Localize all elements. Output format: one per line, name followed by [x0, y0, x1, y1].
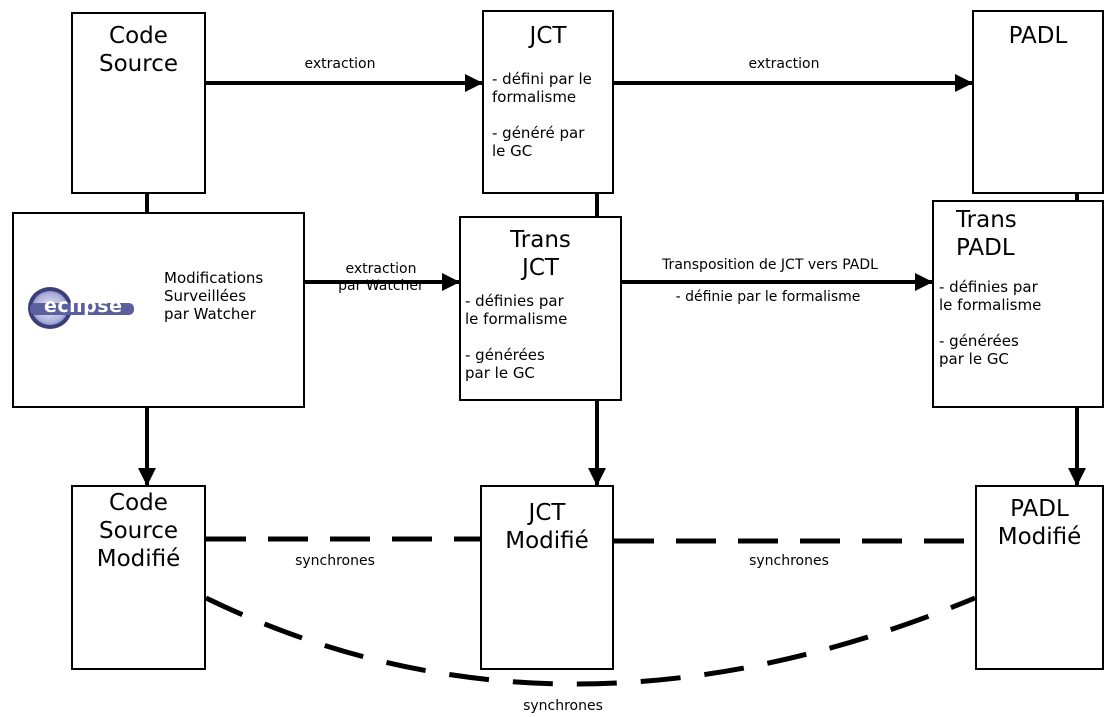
edge-label-trans-jct-to-trans-padl-note: - définie par le formalisme: [675, 289, 861, 305]
code-source-modifie-box: Code Source Modifié: [71, 485, 206, 670]
edge-label-trans-jct-to-trans-padl: Transposition de JCT vers PADL: [662, 257, 878, 273]
eclipse-logo-text: eclipse: [44, 295, 123, 317]
code-source-modifie-title: Code Source Modifié: [96, 490, 181, 572]
trans-jct-box: Trans JCT - définies par le formalisme -…: [459, 216, 622, 401]
jct-modifie-box: JCT Modifié: [480, 485, 614, 670]
eclipse-watcher-text: Modifications Surveillées par Watcher: [164, 269, 264, 323]
code-source-box: Code Source: [71, 12, 206, 194]
trans-padl-notes: - définies par le formalisme - générées …: [939, 278, 1042, 368]
jct-box: JCT - défini par le formalisme - généré …: [482, 10, 614, 194]
sync-label-jct-padl: synchrones: [749, 553, 829, 569]
sync-curve-code-padl: [204, 595, 976, 687]
trans-jct-title: Trans JCT: [510, 227, 571, 281]
trans-padl-title: Trans PADL: [956, 207, 1017, 261]
eclipse-box: [12, 212, 305, 408]
edge-label-jct-to-padl: extraction: [748, 56, 820, 72]
trans-jct-notes: - définies par le formalisme - générées …: [465, 292, 568, 382]
sync-label-code-padl: synchrones: [523, 698, 603, 714]
jct-title: JCT: [529, 23, 567, 49]
sync-label-code-jct: synchrones: [295, 553, 375, 569]
trans-padl-box: Trans PADL - définies par le formalisme …: [932, 200, 1104, 408]
padl-title: PADL: [1008, 23, 1068, 49]
edge-label-code-to-jct: extraction: [304, 56, 376, 72]
padl-box: PADL: [972, 10, 1104, 194]
jct-notes: - défini par le formalisme - généré par …: [492, 70, 592, 160]
padl-modifie-title: PADL Modifié: [997, 496, 1082, 550]
code-source-title: Code Source: [99, 23, 178, 77]
edge-label-eclipse-to-trans-jct: extraction par Watcher: [338, 261, 424, 294]
padl-modifie-box: PADL Modifié: [975, 485, 1104, 670]
jct-modifie-title: JCT Modifié: [505, 500, 589, 554]
eclipse-logo-icon: [28, 287, 134, 329]
